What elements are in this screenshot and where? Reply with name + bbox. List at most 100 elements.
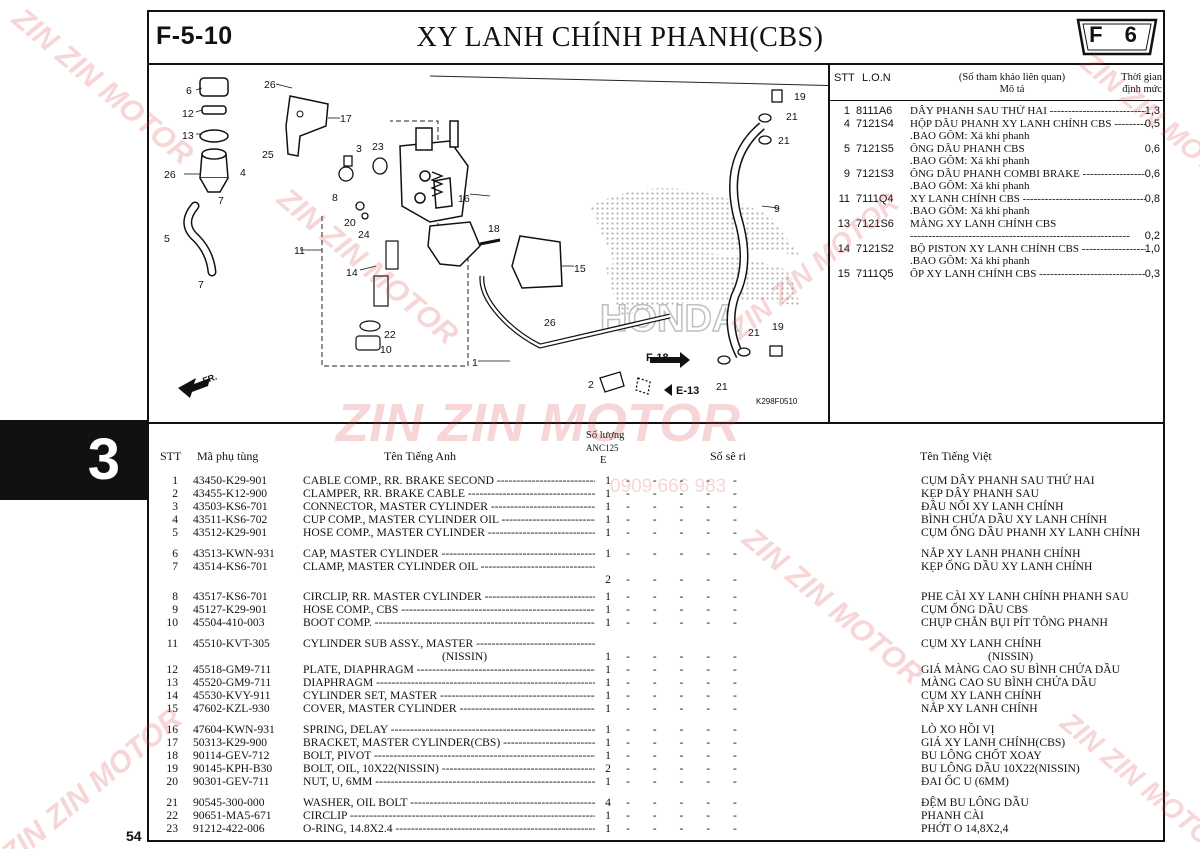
callout-22: 22 [384, 329, 396, 341]
row-quantity: 1 [605, 775, 611, 788]
row-name-en: CYLINDER SUB ASSY., MASTER [303, 637, 595, 650]
ref-desc: .BAO GỒM: Xả khí phanh [910, 180, 1030, 192]
callout-21-b: 21 [778, 135, 790, 147]
ref-row: .BAO GỒM: Xả khí phanh [834, 255, 1162, 268]
row-stt: 1 [172, 474, 178, 487]
row-stt: 8 [172, 590, 178, 603]
ref-lon: 7111Q5 [856, 267, 894, 280]
ref-lon: 7121S6 [856, 217, 894, 230]
row-stt: 9 [172, 603, 178, 616]
callout-15: 15 [574, 263, 586, 275]
callout-26-c: 26 [544, 317, 556, 329]
ref-time: 0,6 [1144, 142, 1160, 155]
badge-frame-icon [1076, 18, 1158, 56]
table-row: 8 43517-KS6-701 CIRCLIP, RR. MASTER CYLIND… [150, 590, 1160, 603]
row-name-en: CLAMP, MASTER CYLINDER OIL [303, 560, 595, 573]
col-header-qty-model: ANC125 [586, 443, 619, 453]
ref-stt: 11 [838, 192, 850, 205]
row-name-vn: KẸP DÂY PHANH SAU [921, 487, 1039, 500]
callout-21-d: 21 [716, 381, 728, 393]
row-name-en: BRACKET, MASTER CYLINDER(CBS) [303, 736, 595, 749]
ref-time: 1,0 [1144, 242, 1160, 255]
col-header-serial: Số sê ri [710, 449, 746, 463]
row-name-en: CABLE COMP., RR. BRAKE SECOND [303, 474, 595, 487]
row-serial-dashes: - - - - - [626, 689, 747, 702]
row-serial-dashes: - - - - - [626, 762, 747, 775]
row-name-en: BOOT COMP. [303, 616, 595, 629]
row-stt: 14 [166, 689, 178, 702]
row-quantity: 1 [605, 749, 611, 762]
row-quantity: 1 [605, 500, 611, 513]
ref-stt: 5 [843, 142, 850, 155]
row-quantity: 1 [605, 809, 611, 822]
row-part-number: 43511-KS6-702 [193, 513, 268, 526]
table-row: 2- - - - - [150, 573, 1160, 586]
callout-6: 6 [186, 85, 192, 97]
row-part-number: 43512-K29-901 [193, 526, 268, 539]
row-name-en: CIRCLIP, RR. MASTER CYLINDER [303, 590, 595, 603]
row-quantity: 1 [605, 822, 611, 835]
callout-19-b: 19 [772, 321, 784, 333]
ref-header-desc-top: (Số tham khảo liên quan) [958, 72, 1066, 83]
row-part-number: 43514-KS6-701 [193, 560, 268, 573]
callout-25: 25 [262, 149, 274, 161]
ref-row: .BAO GỒM: Xả khí phanh [834, 155, 1162, 168]
ref-desc [910, 230, 1146, 243]
ref-header-rule [830, 100, 1164, 101]
row-name-en: WASHER, OIL BOLT [303, 796, 595, 809]
row-stt: 4 [172, 513, 178, 526]
row-serial-dashes: - - - - - [626, 650, 747, 663]
ref-row: .BAO GỒM: Xả khí phanh [834, 205, 1162, 218]
row-serial-dashes: - - - - - [626, 590, 747, 603]
callout-3: 3 [356, 143, 362, 155]
row-name-vn: ĐAI ỐC U (6MM) [921, 775, 1009, 788]
ref-header-stt: STT [834, 72, 855, 84]
row-name-vn: CỤM ỐNG DẦU PHANH XY LANH CHÍNH [921, 526, 1141, 539]
section-tab: 3 [0, 420, 148, 500]
row-name-en: DIAPHRAGM [303, 676, 595, 689]
row-serial-dashes: - - - - - [626, 676, 747, 689]
row-part-number: 43503-KS6-701 [193, 500, 268, 513]
row-stt: 11 [166, 637, 178, 650]
row-name-en: SPRING, DELAY [303, 723, 595, 736]
row-quantity: 1 [605, 689, 611, 702]
row-stt: 3 [172, 500, 178, 513]
row-part-number: 90301-GEV-711 [193, 775, 270, 788]
row-serial-dashes: - - - - - [626, 616, 747, 629]
callout-9: 9 [774, 203, 780, 215]
row-name-en: COVER, MASTER CYLINDER [303, 702, 595, 715]
diagram-divider [828, 65, 830, 423]
callout-5: 5 [164, 233, 170, 245]
row-part-number: 43517-KS6-701 [193, 590, 268, 603]
ref-row: .BAO GỒM: Xả khí phanh [834, 180, 1162, 193]
row-stt: 21 [166, 796, 178, 809]
ref-time: 0,3 [1144, 267, 1160, 280]
row-quantity: 1 [605, 590, 611, 603]
col-header-qty-e: E [600, 455, 607, 466]
row-name-en: CAP, MASTER CYLINDER [303, 547, 595, 560]
row-quantity: 1 [605, 702, 611, 715]
row-quantity: 4 [605, 796, 611, 809]
row-name-vn: GIÁ XY LANH CHÍNH(CBS) [921, 736, 1066, 749]
callout-26-b: 26 [164, 169, 176, 181]
row-name-vn: CỤM DÂY PHANH SAU THỨ HAI [921, 474, 1095, 487]
callout-8: 8 [332, 192, 338, 204]
row-name-vn: PHANH CÀI [921, 809, 984, 822]
callout-4: 4 [240, 167, 246, 179]
col-header-stt: STT [160, 449, 182, 463]
row-quantity: 2 [605, 573, 611, 586]
callout-14: 14 [346, 267, 358, 279]
row-serial-dashes: - - - - - [626, 749, 747, 762]
